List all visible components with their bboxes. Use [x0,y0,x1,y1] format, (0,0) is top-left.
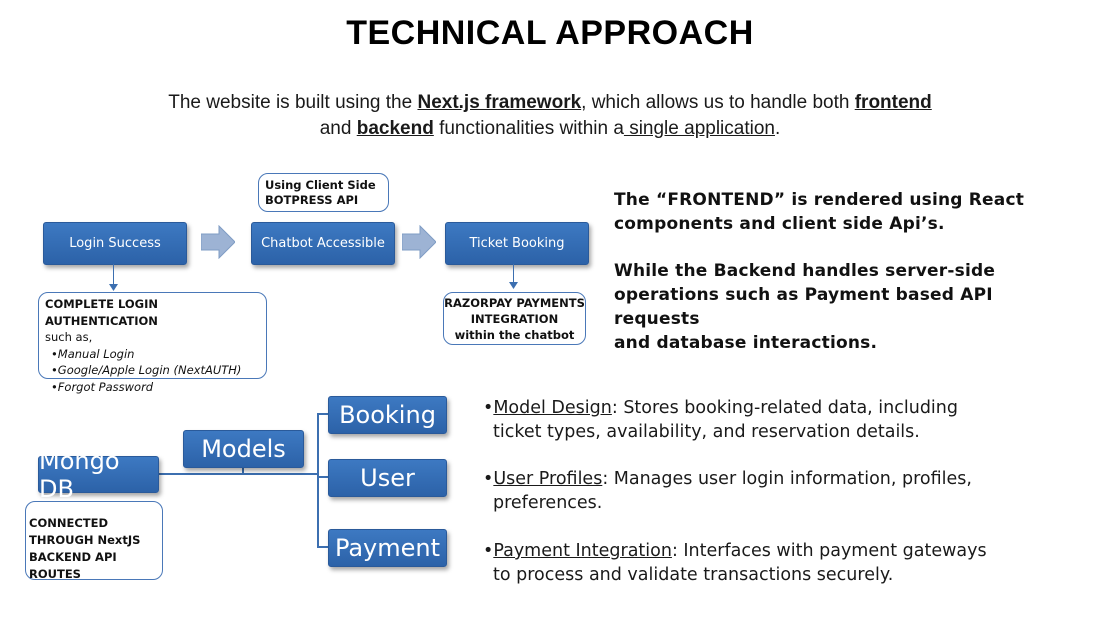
backend-line: operations such as Payment based API req… [614,285,993,329]
frontend-highlight: frontend [854,92,932,113]
intro-text-2: , which allows us to handle both [581,92,855,113]
user-box: User [328,459,447,497]
arrow-down-icon [109,284,118,291]
arrow-down-icon [509,282,518,289]
models-box: Models [183,430,304,468]
razorpay-note-line: INTEGRATION [470,312,559,326]
framework-highlight: Next.js framework [417,92,582,113]
intro-paragraph: The website is built using the Next.js f… [60,90,1040,142]
arrow-right-icon [201,225,235,259]
bullet-text: preferences. [493,493,603,513]
tree-line [242,466,244,474]
chatbot-accessible-box: Chatbot Accessible [251,222,395,265]
backend-highlight: backend [356,118,434,139]
login-note-item: •Google/Apple Login (NextAUTH) [51,363,242,377]
backend-line: and database interactions. [614,333,878,353]
tree-line [317,413,319,547]
connected-note-line: BACKEND API ROUTES [29,550,117,581]
bullet-heading: User Profiles [493,469,603,489]
client-side-note-line: Using Client Side [265,178,376,192]
intro-text-5: . [774,118,781,139]
intro-text-3: and [319,118,357,139]
bullet-text: to process and validate transactions sec… [493,565,894,585]
page-title: TECHNICAL APPROACH [346,14,754,52]
bullet-model-design: •Model Design: Stores booking-related da… [483,396,1083,444]
login-auth-note: COMPLETE LOGIN AUTHENTICATION such as, •… [38,292,267,394]
login-success-box: Login Success [43,222,187,265]
frontend-description: The “FRONTEND” is rendered using React c… [614,188,1084,355]
single-application-highlight: single application [623,118,775,139]
frontend-line: The “FRONTEND” is rendered using React [614,190,1025,210]
ticket-booking-box: Ticket Booking [445,222,589,265]
payment-box: Payment [328,529,447,567]
client-side-note: Using Client Side BOTPRESS API [258,173,389,212]
intro-text-4: functionalities within a [433,118,624,139]
login-note-sub: such as, [45,330,93,344]
connected-note: CONNECTED THROUGH NextJS BACKEND API ROU… [25,501,163,581]
bullet-heading: Model Design [493,398,612,418]
razorpay-note-line: within the chatbot [454,328,575,342]
tree-line [317,476,328,478]
bullet-text: : Interfaces with payment gateways [671,541,987,561]
arrow-right-icon [402,225,436,259]
connected-note-line: CONNECTED [29,516,109,530]
bullet-text: : Stores booking-related data, including [611,398,958,418]
tree-line [158,473,318,475]
login-note-item: •Manual Login [51,346,135,361]
bullet-user-profiles: •User Profiles: Manages user login infor… [483,467,1083,515]
connected-note-line: THROUGH NextJS [29,533,141,547]
login-note-item: •Forgot Password [51,379,154,394]
bullet-payment-integration: •Payment Integration: Interfaces with pa… [483,539,1083,587]
tree-line [317,413,328,415]
tree-line [317,546,328,548]
booking-box: Booking [328,396,447,434]
client-side-note-line: BOTPRESS API [265,193,359,207]
razorpay-note: RAZORPAY PAYMENTS INTEGRATION within the… [443,292,586,345]
connector-line [513,264,514,286]
mongo-db-box: Mongo DB [38,447,159,503]
frontend-line: components and client side Api’s. [614,214,945,234]
bullet-heading: Payment Integration [493,541,672,561]
backend-line: While the Backend handles server-side [614,261,996,281]
bullet-text: : Manages user login information, profil… [602,469,972,489]
intro-text-1: The website is built using the [168,92,418,113]
razorpay-note-line: RAZORPAY PAYMENTS [444,296,585,310]
bullet-text: ticket types, availability, and reservat… [493,422,920,442]
connector-line [113,264,114,288]
login-note-heading: COMPLETE LOGIN AUTHENTICATION [45,297,159,328]
